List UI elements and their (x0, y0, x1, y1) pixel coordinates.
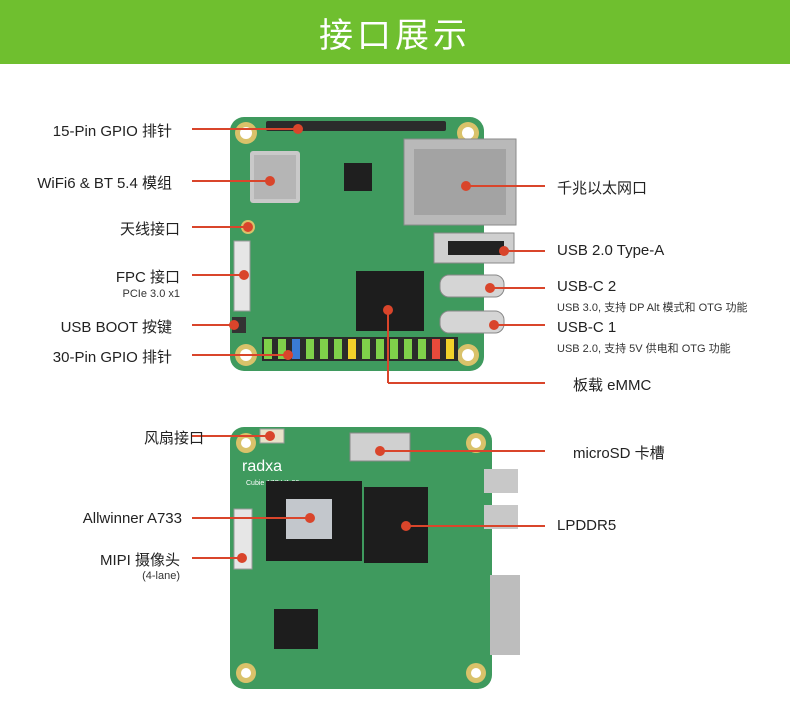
label-usb-boot-button: USB BOOT 按键 (60, 319, 172, 336)
label-gigabit-ethernet: 千兆以太网口 (557, 180, 648, 197)
label-wifi-bt-module: WiFi6 & BT 5.4 模组 (37, 175, 172, 192)
label-antenna-port: 天线接口 (119, 221, 180, 238)
header-banner: 接口展示 (0, 0, 790, 64)
label-fan-port: 风扇接口 (143, 430, 204, 447)
label-lpddr5: LPDDR5 (557, 517, 617, 534)
label-30pin-gpio: 30-Pin GPIO 排针 (52, 349, 172, 366)
page-title: 接口展示 (319, 16, 471, 56)
label-mipi-sub: (4-lane) (142, 570, 180, 582)
silkscreen-logo: radxa (242, 458, 282, 475)
board-top-image (230, 117, 517, 371)
label-fpc-port: FPC 接口 (115, 269, 180, 286)
label-usb-c-1: USB-C 1 (557, 319, 617, 336)
label-usb-c-2: USB-C 2 (557, 278, 617, 295)
label-usb-c-1-sub: USB 2.0, 支持 5V 供电和 OTG 功能 (557, 343, 731, 355)
label-onboard-emmc: 板载 eMMC (573, 377, 652, 394)
label-15pin-gpio: 15-Pin GPIO 排针 (52, 123, 172, 140)
label-microsd-slot: microSD 卡槽 (573, 445, 665, 462)
label-mipi-camera: MIPI 摄像头 (99, 552, 180, 569)
label-fpc-sub: PCIe 3.0 x1 (122, 288, 180, 300)
board-bottom-image: radxa Cubie A7S V1.20 (230, 427, 520, 689)
label-usb-c-2-sub: USB 3.0, 支持 DP Alt 模式和 OTG 功能 (557, 302, 748, 314)
label-allwinner-a733: Allwinner A733 (82, 510, 182, 527)
label-usb2-type-a: USB 2.0 Type-A (557, 242, 665, 259)
